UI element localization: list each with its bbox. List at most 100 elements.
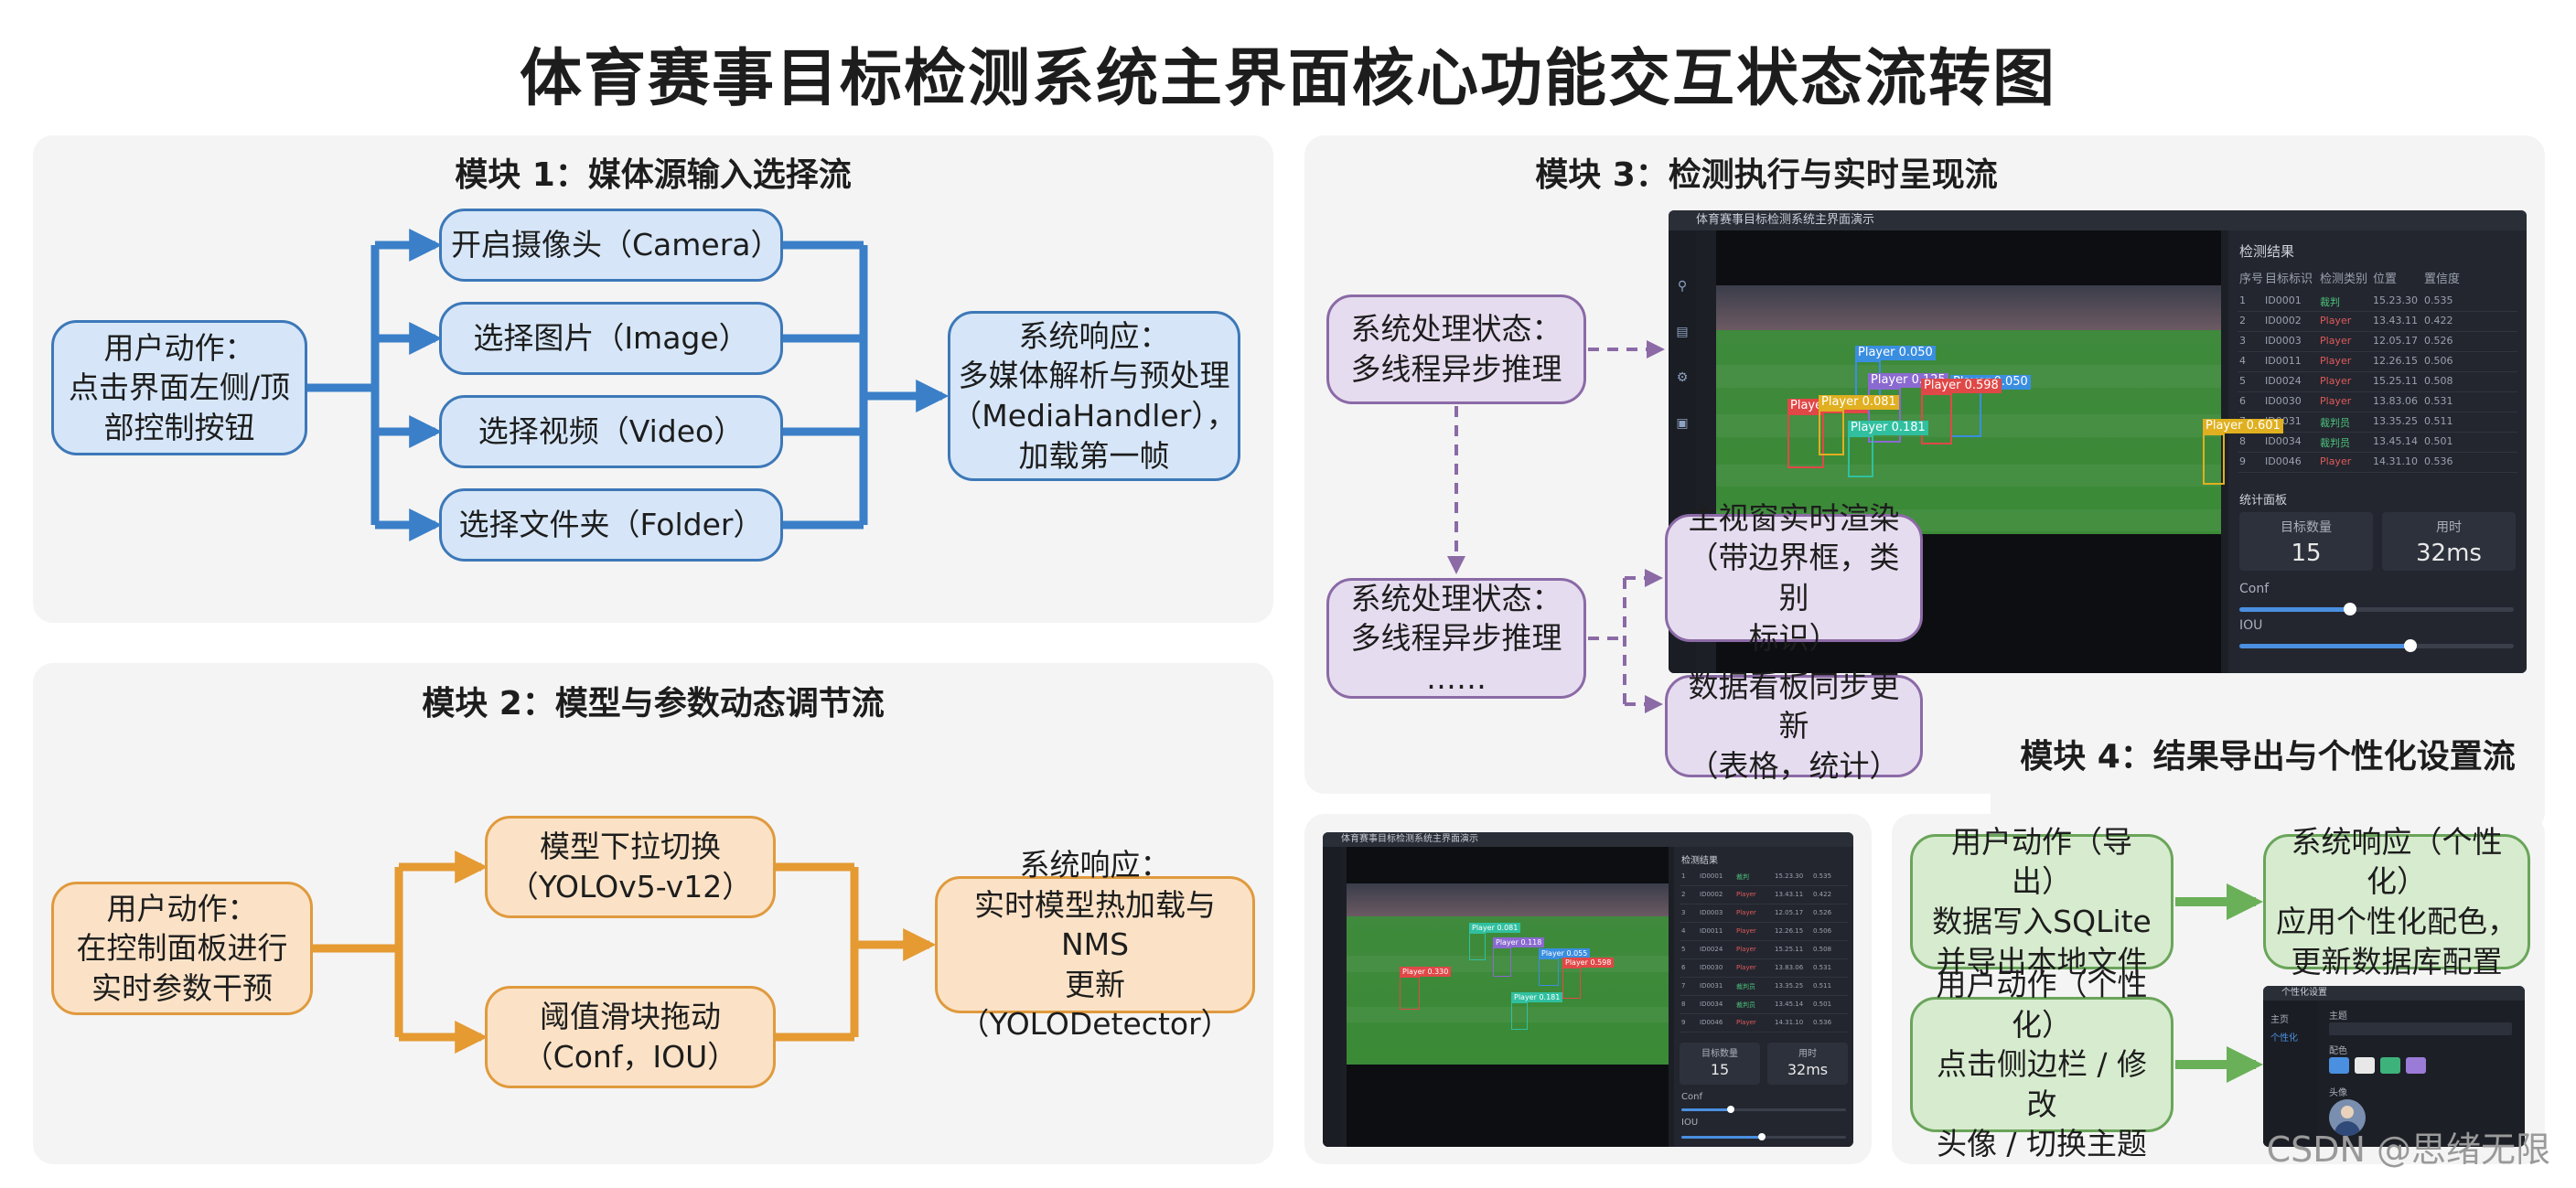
iou-slider[interactable] — [2239, 639, 2514, 652]
settings-menu-personal[interactable]: 个性化 — [2270, 1033, 2298, 1044]
avatar[interactable] — [2329, 1099, 2366, 1136]
small-table-cell: Player — [1736, 964, 1756, 971]
small-results-title: 检测结果 — [1681, 856, 1718, 866]
theme-label: 主题 — [2329, 1011, 2347, 1022]
small-iou-slider[interactable] — [1681, 1133, 1846, 1140]
table-cell: 12.26.15 — [2373, 355, 2418, 367]
conf-label: Conf — [2239, 582, 2270, 596]
table-cell: 3 — [2239, 335, 2246, 347]
table-header: 目标标识 — [2265, 273, 2313, 286]
small-count-card: 目标数量 15 — [1680, 1043, 1760, 1085]
iou-slider-handle[interactable] — [2404, 639, 2417, 652]
small-time-label: 用时 — [1798, 1049, 1817, 1059]
swatch-purple[interactable] — [2406, 1057, 2426, 1074]
chart-icon[interactable]: ▤ — [1676, 325, 1689, 339]
settings-menu-home[interactable]: 主页 — [2270, 1015, 2289, 1025]
table-cell: 0.506 — [2424, 355, 2453, 367]
table-cell: 13.45.14 — [2373, 435, 2418, 447]
module1-user-action: 用户动作： 点击界面左侧/顶 部控制按钮 — [51, 320, 307, 455]
small-table-cell: 裁判员 — [1736, 983, 1755, 990]
conf-slider-handle[interactable] — [2344, 603, 2356, 615]
small-table-cell: 15.25.11 — [1775, 946, 1804, 953]
module4-export-response: 系统响应（个性化） 应用个性化配色， 更新数据库配置 — [2263, 824, 2530, 979]
settings-window-title: 个性化设置 — [2263, 986, 2525, 1001]
detection-label: Player 0.050 — [1855, 346, 1936, 360]
table-cell: ID0001 — [2265, 294, 2302, 306]
count-stat-card: 目标数量 15 — [2239, 512, 2373, 571]
table-cell: 4 — [2239, 355, 2246, 367]
watermark: CSDN @思绪无限 — [2266, 1129, 2550, 1170]
table-cell: 13.35.25 — [2373, 415, 2418, 427]
table-cell: ID0030 — [2265, 395, 2302, 407]
table-cell: 6 — [2239, 395, 2246, 407]
small-detection-box — [1562, 968, 1581, 999]
detection-box — [2203, 433, 2225, 485]
time-label: 用时 — [2436, 520, 2462, 535]
gear-icon[interactable]: ⚙ — [1676, 370, 1689, 385]
small-iou-handle[interactable] — [1758, 1133, 1766, 1140]
small-detection-box — [1469, 933, 1486, 960]
small-conf-slider[interactable] — [1681, 1106, 1846, 1113]
small-table-cell: 13.43.11 — [1775, 891, 1804, 898]
swatch-green[interactable] — [2380, 1057, 2400, 1074]
theme-select[interactable] — [2329, 1022, 2512, 1035]
settings-window: 个性化设置 主页 个性化 主题 配色 头像 — [2263, 986, 2525, 1147]
table-cell: Player — [2320, 375, 2352, 387]
iou-label: IOU — [2239, 618, 2263, 633]
small-count-value: 15 — [1710, 1061, 1730, 1078]
small-table-cell: 0.508 — [1813, 946, 1832, 953]
table-cell: 13.83.06 — [2373, 395, 2418, 407]
small-table-cell: 0.501 — [1813, 1001, 1832, 1008]
small-conf-handle[interactable] — [1727, 1106, 1734, 1113]
small-detection-label: Player 0.055 — [1539, 948, 1591, 958]
small-detection-box — [1539, 958, 1559, 986]
small-table-cell: 0.422 — [1813, 891, 1832, 898]
avatar-label: 头像 — [2329, 1088, 2347, 1098]
table-cell: 1 — [2239, 294, 2246, 306]
module1-option-video: 选择视频（Video） — [439, 395, 783, 468]
table-cell: 15.23.30 — [2373, 294, 2418, 306]
small-table-cell: ID0002 — [1700, 891, 1723, 898]
module4-title: 模块 4：结果导出与个性化设置流 — [2020, 738, 2516, 776]
table-cell: 9 — [2239, 455, 2246, 467]
table-header: 置信度 — [2424, 273, 2461, 286]
swatch-blue[interactable] — [2329, 1057, 2349, 1074]
results-panel-title: 检测结果 — [2239, 243, 2295, 260]
small-table-cell: 14.31.10 — [1775, 1019, 1804, 1026]
time-value: 32ms — [2416, 540, 2482, 567]
table-header: 检测类别 — [2320, 273, 2368, 286]
table-cell: 裁判员 — [2320, 437, 2350, 449]
small-detection-label: Player 0.598 — [1562, 958, 1615, 968]
export-icon[interactable]: ▣ — [1676, 416, 1689, 431]
small-table-cell: 7 — [1681, 982, 1686, 990]
small-table-cell: 5 — [1681, 946, 1686, 953]
conf-slider[interactable] — [2239, 603, 2514, 615]
table-header: 位置 — [2373, 273, 2398, 286]
small-conf-label: Conf — [1681, 1092, 1702, 1102]
table-cell: ID0024 — [2265, 375, 2302, 387]
module1-title: 模块 1：媒体源输入选择流 — [455, 156, 852, 194]
results-panel: 检测结果 统计面板 目标数量 15 用时 32ms Conf IOU 序号目标标… — [2228, 230, 2527, 673]
swatch-white[interactable] — [2355, 1057, 2375, 1074]
search-icon[interactable]: ⚲ — [1677, 279, 1688, 294]
table-cell: 0.508 — [2424, 375, 2453, 387]
detection-box — [1819, 410, 1844, 455]
